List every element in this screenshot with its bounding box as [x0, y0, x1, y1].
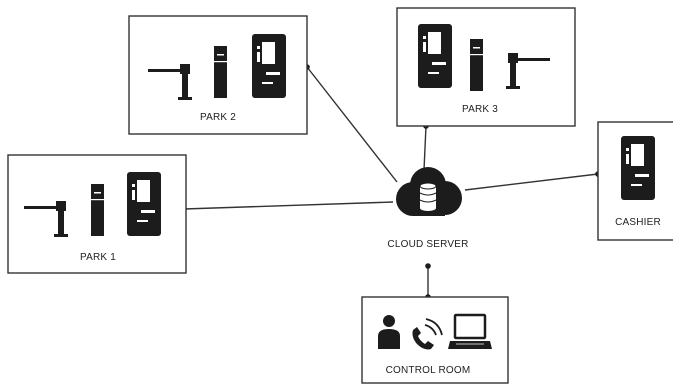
cloud-server-node: CLOUD SERVER [387, 167, 468, 250]
pay-station-icon [418, 24, 452, 88]
cloud-server-label: CLOUD SERVER [387, 239, 468, 250]
laptop-icon [448, 313, 492, 349]
control-room-label: CONTROL ROOM [386, 365, 471, 376]
cashier-node: CASHIER [597, 121, 673, 241]
link-cashier-cloud [464, 173, 599, 191]
ticket-dispenser-icon [470, 39, 483, 91]
connection-lines [183, 66, 599, 297]
control-room-node: CONTROL ROOM [361, 296, 509, 384]
link-park1-cloud [183, 201, 394, 210]
park-3-node: PARK 3 [396, 7, 576, 127]
park-1-label: PARK 1 [80, 252, 116, 263]
park-3-label: PARK 3 [462, 104, 498, 115]
pay-station-icon [621, 136, 655, 200]
pay-station-icon [127, 172, 161, 236]
ticket-dispenser-icon [91, 184, 104, 236]
link-park3-cloud [423, 125, 427, 171]
person-icon [378, 315, 400, 349]
pay-station-icon [252, 34, 286, 98]
park-2-label: PARK 2 [200, 112, 236, 123]
park-2-node: PARK 2 [128, 15, 308, 135]
cashier-label: CASHIER [615, 217, 661, 228]
connector-dot [425, 263, 431, 269]
link-park2-cloud [306, 66, 398, 183]
cloud-database-icon [396, 167, 462, 216]
park-1-node: PARK 1 [7, 154, 187, 274]
ticket-dispenser-icon [214, 46, 227, 98]
phone-icon [412, 318, 443, 350]
